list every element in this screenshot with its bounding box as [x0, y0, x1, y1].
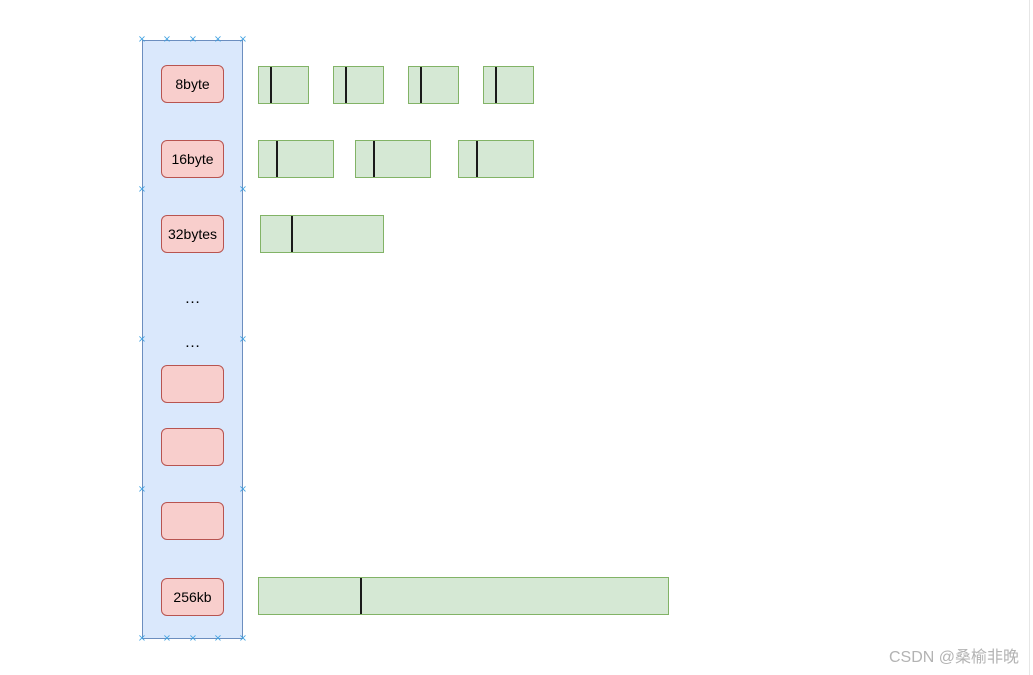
block-32bytes-1[interactable] — [260, 215, 384, 253]
resize-handle-icon[interactable]: × — [188, 34, 198, 45]
block-divider — [276, 141, 278, 177]
bucket-32bytes[interactable]: 32bytes — [161, 215, 224, 253]
ellipsis-1: … — [184, 290, 201, 307]
bucket-256kb[interactable]: 256kb — [161, 578, 224, 616]
block-divider — [495, 67, 497, 103]
block-8byte-1[interactable] — [258, 66, 309, 104]
block-divider — [270, 67, 272, 103]
bucket-empty-3[interactable] — [161, 502, 224, 540]
block-8byte-4[interactable] — [483, 66, 534, 104]
block-16byte-3[interactable] — [458, 140, 534, 178]
resize-handle-icon[interactable]: × — [162, 34, 172, 45]
page-right-border — [1029, 0, 1030, 675]
block-divider — [476, 141, 478, 177]
bucket-16byte[interactable]: 16byte — [161, 140, 224, 178]
resize-handle-icon[interactable]: × — [137, 633, 147, 644]
block-8byte-2[interactable] — [333, 66, 384, 104]
resize-handle-icon[interactable]: × — [238, 34, 248, 45]
block-8byte-3[interactable] — [408, 66, 459, 104]
bucket-empty-1[interactable] — [161, 365, 224, 403]
resize-handle-icon[interactable]: × — [137, 184, 147, 195]
resize-handle-icon[interactable]: × — [188, 633, 198, 644]
block-divider — [420, 67, 422, 103]
block-divider — [291, 216, 293, 252]
bucket-8byte[interactable]: 8byte — [161, 65, 224, 103]
resize-handle-icon[interactable]: × — [238, 334, 248, 345]
watermark: CSDN @桑榆非晚 — [888, 649, 1019, 666]
resize-handle-icon[interactable]: × — [238, 484, 248, 495]
block-divider — [345, 67, 347, 103]
resize-handle-icon[interactable]: × — [213, 34, 223, 45]
ellipsis-2: … — [184, 334, 201, 351]
resize-handle-icon[interactable]: × — [238, 633, 248, 644]
resize-handle-icon[interactable]: × — [137, 334, 147, 345]
resize-handle-icon[interactable]: × — [238, 184, 248, 195]
block-16byte-2[interactable] — [355, 140, 431, 178]
block-divider — [373, 141, 375, 177]
resize-handle-icon[interactable]: × — [162, 633, 172, 644]
block-256kb-1[interactable] — [258, 577, 669, 615]
resize-handle-icon[interactable]: × — [137, 484, 147, 495]
resize-handle-icon[interactable]: × — [137, 34, 147, 45]
block-divider — [360, 578, 362, 614]
resize-handle-icon[interactable]: × — [213, 633, 223, 644]
block-16byte-1[interactable] — [258, 140, 334, 178]
bucket-empty-2[interactable] — [161, 428, 224, 466]
